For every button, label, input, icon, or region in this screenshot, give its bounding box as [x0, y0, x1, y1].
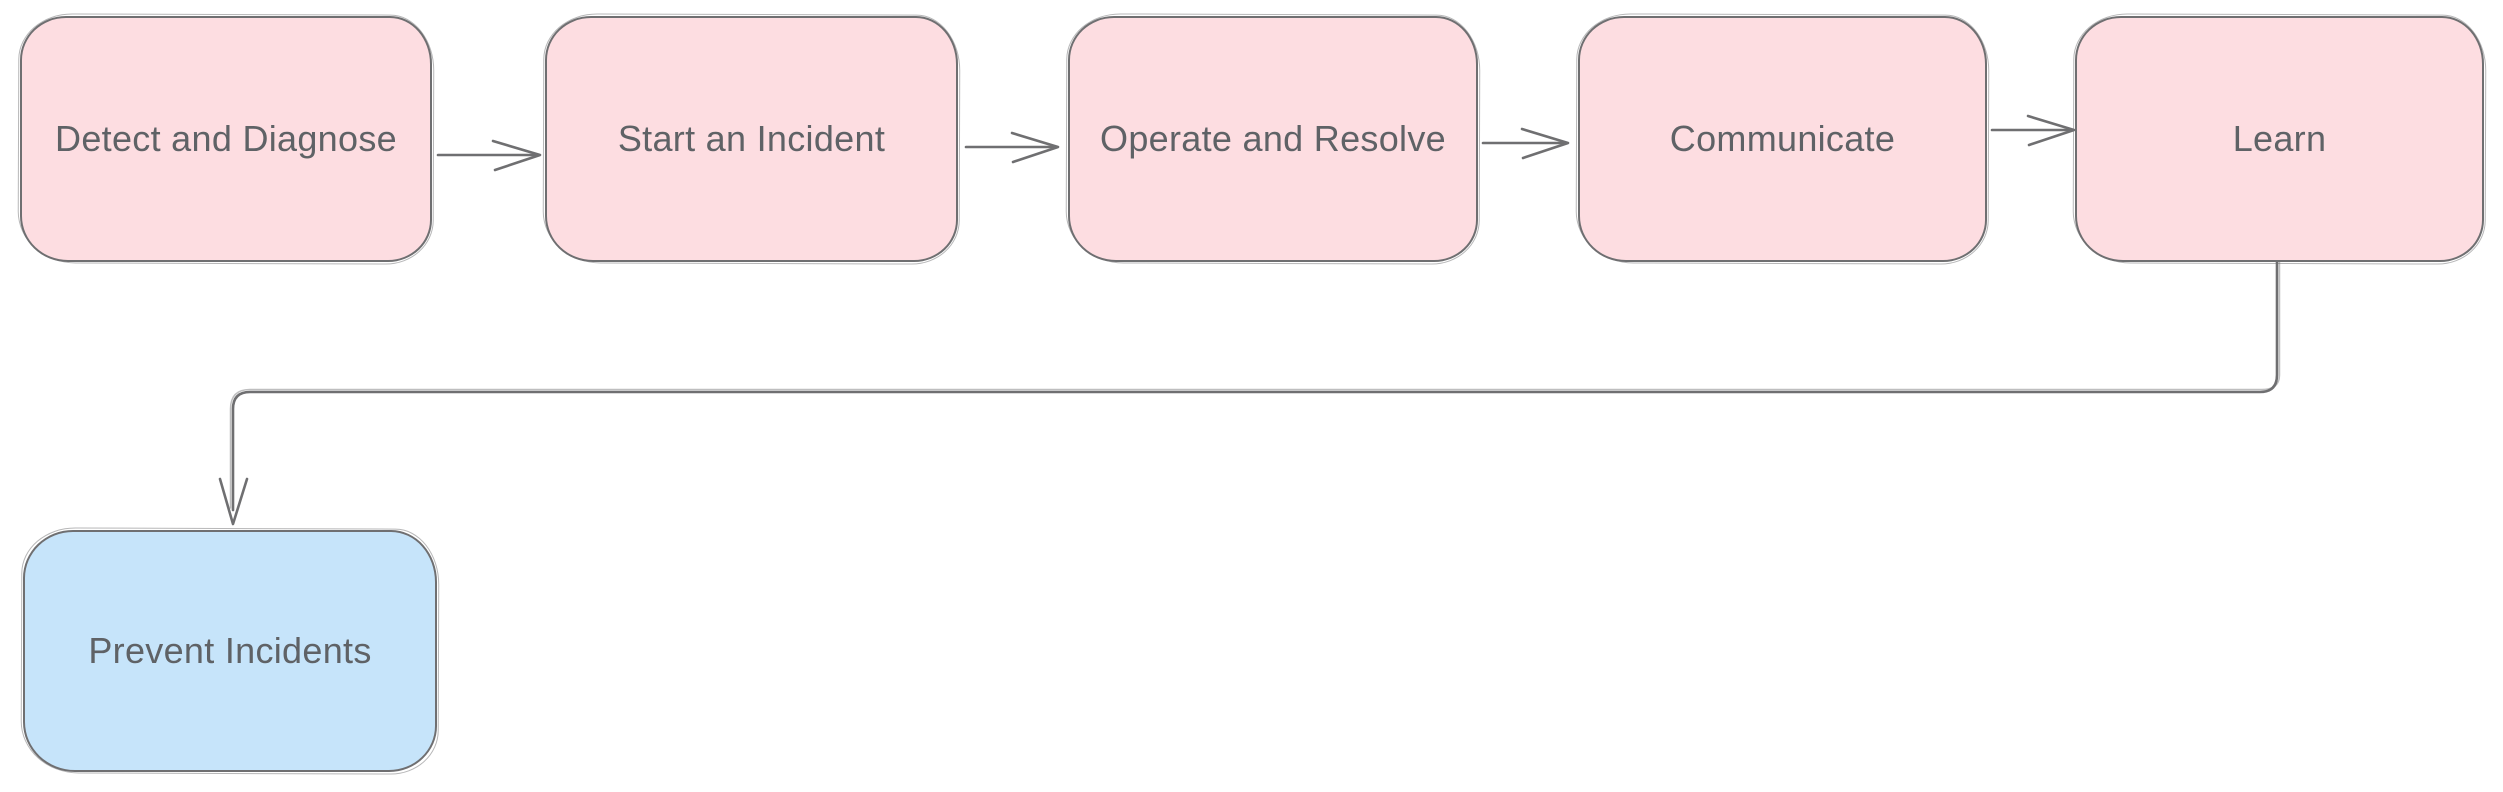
node-label: Start an Incident — [617, 118, 886, 159]
node-label: Detect and Diagnose — [55, 118, 397, 159]
node-prevent-incidents[interactable]: Prevent Incidents — [23, 530, 437, 772]
node-detect-and-diagnose[interactable]: Detect and Diagnose — [20, 16, 432, 262]
arrow-connector-start-to-operate[interactable] — [964, 131, 1060, 164]
node-start-an-incident[interactable]: Start an Incident — [545, 16, 958, 262]
arrow-connector-detect-to-start[interactable] — [436, 139, 542, 172]
node-label: Operate and Resolve — [1100, 118, 1446, 159]
node-operate-and-resolve[interactable]: Operate and Resolve — [1068, 16, 1478, 262]
node-label: Prevent Incidents — [88, 630, 372, 671]
node-communicate[interactable]: Communicate — [1578, 16, 1987, 262]
arrow-connector-operate-to-communicate[interactable] — [1481, 127, 1570, 160]
arrow-connector-communicate-to-learn[interactable] — [1990, 114, 2076, 147]
elbow-arrow-connector-learn-to-prevent[interactable] — [218, 260, 2281, 526]
node-learn[interactable]: Learn — [2075, 16, 2484, 262]
node-label: Learn — [2232, 118, 2327, 159]
node-label: Communicate — [1669, 118, 1896, 159]
